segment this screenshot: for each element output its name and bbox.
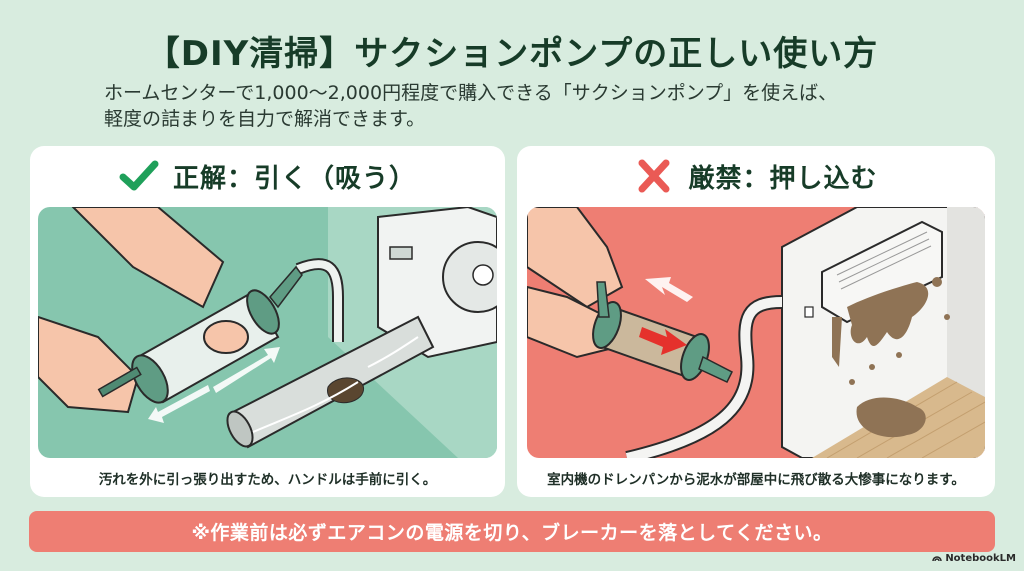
muddy-water-splash-icon: [832, 277, 950, 438]
notebooklm-logo-icon: [932, 553, 943, 564]
subtitle-line-1: ホームセンターで1,000〜2,000円程度で購入できる「サクションポンプ」を使…: [104, 82, 838, 104]
brand-watermark: NotebookLM: [932, 553, 1016, 564]
page-title: 【DIY清掃】サクションポンプの正しい使い方: [145, 34, 879, 74]
suction-pump-icon: [592, 281, 734, 383]
forbidden-usage-label: 厳禁：押し込む: [688, 163, 878, 194]
push-illustration: [527, 207, 985, 458]
warning-banner: ※作業前は必ずエアコンの電源を切り、ブレーカーを落としてください。: [29, 511, 995, 552]
forbidden-usage-caption: 室内機のドレンパンから泥水が部屋中に飛び散る大惨事になります。: [547, 472, 965, 488]
cross-icon: [634, 159, 674, 193]
outdoor-ac-unit-icon: [377, 207, 497, 359]
pull-illustration: [38, 207, 497, 458]
correct-usage-label: 正解：引く（吸う）: [172, 163, 416, 194]
brand-label: NotebookLM: [945, 553, 1016, 564]
page-subtitle: ホームセンターで1,000〜2,000円程度で購入できる「サクションポンプ」を使…: [104, 80, 964, 132]
subtitle-line-2: 軽度の詰まりを自力で解消できます。: [104, 108, 426, 130]
drain-pipe-icon: [226, 315, 435, 449]
push-direction-arrow-icon: [639, 327, 687, 355]
pull-back-arrow-icon: [645, 277, 693, 302]
check-icon: [119, 159, 159, 193]
forbidden-usage-card: 厳禁：押し込む: [517, 146, 995, 497]
forbidden-usage-heading: 厳禁：押し込む: [517, 146, 995, 206]
indoor-ac-unit-icon: [804, 220, 943, 324]
correct-usage-heading: 正解：引く（吸う）: [30, 146, 505, 206]
correct-usage-caption: 汚れを外に引っ張り出すため、ハンドルは手前に引く。: [98, 472, 437, 488]
pull-direction-arrows-icon: [148, 347, 280, 423]
correct-usage-card: 正解：引く（吸う）: [30, 146, 505, 497]
